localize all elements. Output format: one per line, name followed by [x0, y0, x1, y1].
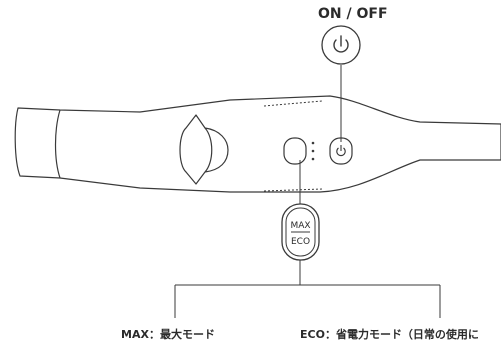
- indicator-dot: [311, 157, 315, 161]
- eco-mode-label: ECO：省電力モード（日常の使用に: [300, 328, 479, 341]
- indicator-dot: [311, 149, 315, 153]
- control-panel: [283, 137, 353, 165]
- power-icon: [333, 35, 349, 53]
- vent-bottom: [263, 188, 323, 192]
- indicator-dot: [311, 141, 315, 145]
- mode-button-large[interactable]: MAX ECO: [281, 203, 320, 261]
- power-icon-small: [336, 145, 346, 157]
- nozzle-edge: [54, 109, 61, 179]
- mode-switch-small[interactable]: [283, 137, 307, 165]
- mode-max-text: MAX: [290, 221, 310, 231]
- vent-lines: [263, 100, 323, 192]
- max-mode-label: MAX：最大モード: [121, 328, 215, 341]
- nozzle-bracket-inner: [204, 127, 213, 173]
- mode-eco-text: ECO: [291, 237, 310, 247]
- vent-top: [263, 100, 323, 107]
- power-label: ON / OFF: [318, 6, 388, 22]
- power-button-large[interactable]: [321, 25, 361, 65]
- leader-lines: [174, 65, 441, 318]
- nozzle-bracket: [179, 114, 229, 185]
- vacuum-body: [14, 95, 501, 193]
- body-outline: [14, 95, 501, 193]
